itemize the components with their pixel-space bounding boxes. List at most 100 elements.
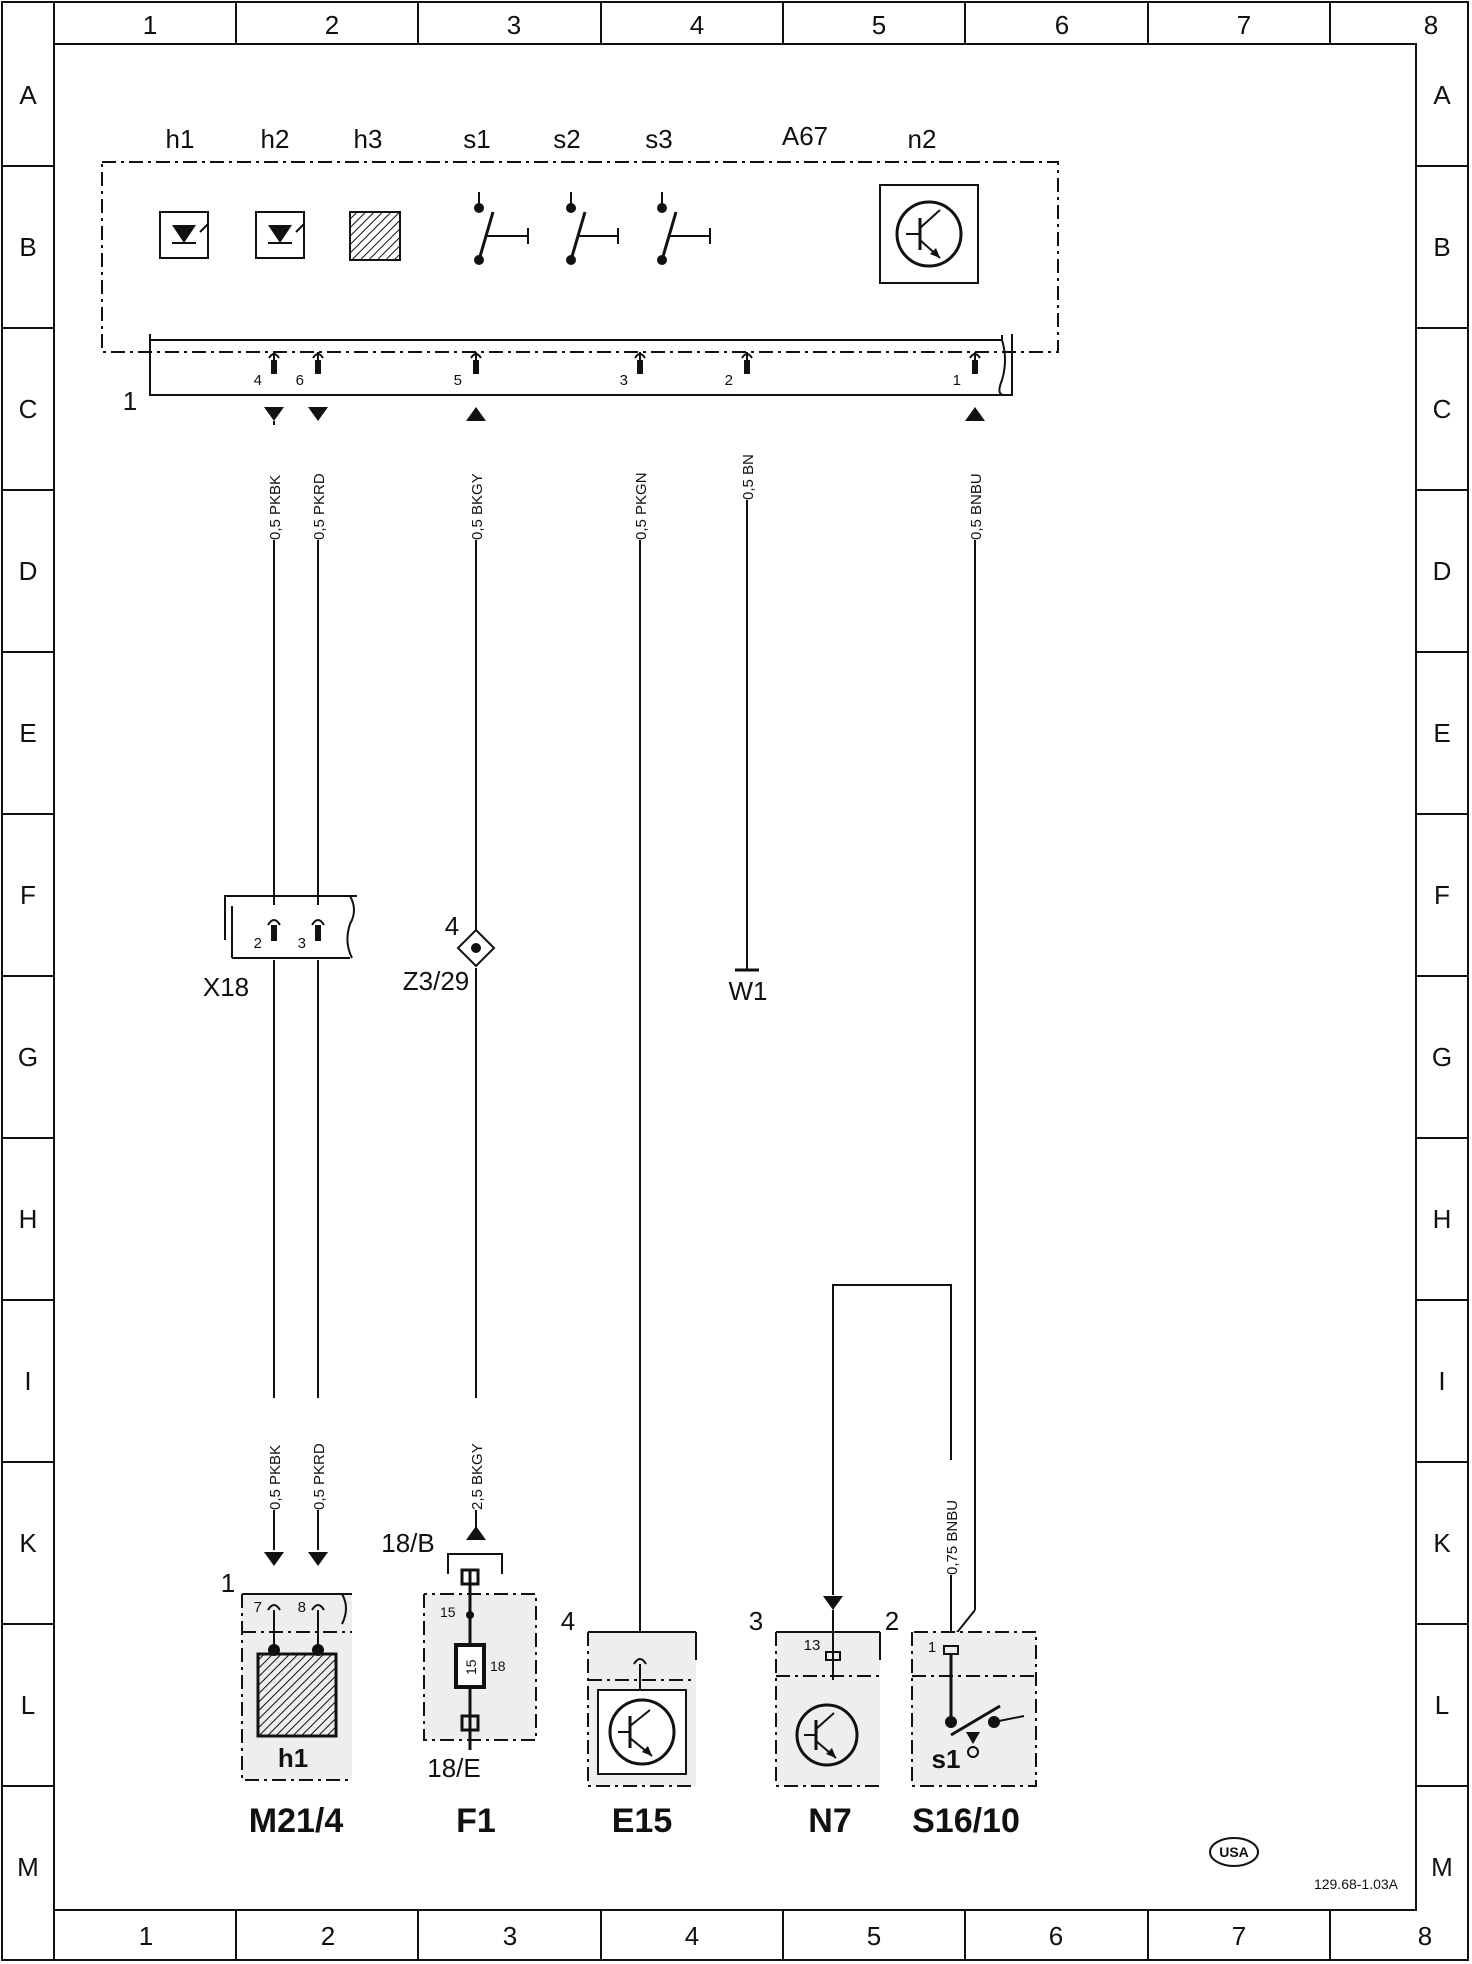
m21-pin-8: 8 [298,1599,306,1616]
switch-s3-label: s3 [645,124,672,154]
row-label-left-m: M [17,1852,39,1882]
switch-s2-label: s2 [553,124,580,154]
usa-badge-text: USA [1219,1844,1249,1860]
m21-4-name: M21/4 [249,1802,344,1840]
wire-label-bkgy-bottom: 2,5 BKGY [469,1443,486,1510]
col-label-bottom-7: 7 [1232,1921,1246,1951]
row-label-right-d: D [1433,556,1452,586]
row-label-left-e: E [19,718,36,748]
row-label-right-h: H [1433,1204,1452,1234]
component-m21-4: 1 7 8 h1 M21/4 [221,1552,352,1840]
wire-label-pkgn-top: 0,5 PKGN [633,472,650,540]
x18-pin-3: 3 [298,935,306,952]
col-label-top-4: 4 [690,10,704,40]
row-label-right-e: E [1433,718,1450,748]
col-label-top-5: 5 [872,10,886,40]
s16-connector-label: 2 [885,1606,899,1636]
switch-s3-icon [657,192,711,265]
switch-s1-label: s1 [463,124,490,154]
col-label-bottom-5: 5 [867,1921,881,1951]
transistor-n2-label: n2 [908,124,937,154]
column-dividers [53,2,1331,1960]
col-label-bottom-4: 4 [685,1921,699,1951]
row-label-right-b: B [1433,232,1450,262]
module-pin-5: 5 [454,372,462,389]
col-label-top-6: 6 [1055,10,1069,40]
m21-inner-label: h1 [278,1743,308,1773]
m21-pin-7: 7 [254,1599,262,1616]
col-label-top-8: 8 [1424,10,1438,40]
module-pin-6: 6 [296,372,304,389]
row-label-left-i: I [24,1366,31,1396]
component-e15: 4 E15 [561,1606,697,1840]
module-connector-label: 1 [123,386,137,416]
col-label-top-3: 3 [507,10,521,40]
col-label-bottom-1: 1 [139,1921,153,1951]
col-label-top-2: 2 [325,10,339,40]
module-a67: A67 h1 h2 h3 s1 s2 s3 n2 [101,121,1059,416]
wire-label-bnbu-bottom: 0,75 BNBU [944,1500,961,1575]
z3-label: Z3/29 [403,966,470,996]
wire-label-pkbk-bottom: 0,5 PKBK [267,1445,284,1510]
module-pin-3: 3 [620,372,628,389]
wire-label-bn-top: 0,5 BN [740,454,757,500]
e15-connector-label: 4 [561,1606,575,1636]
n7-name: N7 [808,1802,851,1840]
row-label-right-c: C [1433,394,1452,424]
row-label-right-l: L [1435,1690,1449,1720]
arrow-down-pkrd-top [308,407,328,421]
row-label-left-a: A [19,80,37,110]
hatched-block-h3-icon [349,211,401,261]
col-label-bottom-6: 6 [1049,1921,1063,1951]
wires [273,421,976,1648]
f1-pin-18: 18 [490,1658,506,1674]
transistor-n2-icon [879,184,979,284]
row-label-left-g: G [18,1042,38,1072]
module-pin-2: 2 [725,372,733,389]
drawing-code: 129.68-1.03A [1314,1876,1399,1892]
module-pin-4: 4 [254,372,262,389]
row-label-left-c: C [19,394,38,424]
module-pins: 4 6 5 3 2 1 [254,352,981,389]
component-s16-10: 2 1 s1 S16/10 [885,1606,1037,1840]
wire-label-pkrd-bottom: 0,5 PKRD [311,1443,328,1510]
splice-z3-29: 4 Z3/29 [403,911,496,996]
row-label-right-i: I [1438,1366,1445,1396]
row-label-right-g: G [1432,1042,1452,1072]
indicator-h3-label: h3 [354,124,383,154]
arrow-up-bkgy-top [466,407,486,421]
row-label-left-h: H [19,1204,38,1234]
row-label-right-k: K [1433,1528,1451,1558]
led-h2-icon [255,211,305,259]
connector-x18: 2 3 X18 [203,895,357,1002]
component-f1: 18/B 18/E 15 15 18 F1 [381,1526,537,1840]
row-dividers [2,165,1468,1787]
f1-top-label: 18/B [381,1528,435,1558]
indicator-h1-label: h1 [166,124,195,154]
row-label-left-l: L [21,1690,35,1720]
wire-label-bkgy-top: 0,5 BKGY [469,473,486,540]
module-pin-1: 1 [953,372,961,389]
wire-label-pkbk-top: 0,5 PKBK [267,475,284,540]
m21-connector-label: 1 [221,1568,235,1598]
z3-pin-label: 4 [445,911,459,941]
s16-inner-label: s1 [932,1744,961,1774]
module-a67-title: A67 [782,121,828,151]
usa-badge [1209,1837,1259,1867]
row-label-left-f: F [20,880,36,910]
arrow-up-bnbu-top [965,407,985,421]
x18-label: X18 [203,972,249,1002]
switch-s2-icon [566,192,619,265]
col-label-top-7: 7 [1237,10,1251,40]
e15-name: E15 [612,1802,673,1840]
row-label-left-d: D [19,556,38,586]
switch-s1-icon [474,192,529,265]
s16-pin-1: 1 [928,1639,936,1656]
row-label-right-m: M [1431,1852,1453,1882]
n7-connector-label: 3 [749,1606,763,1636]
f1-bottom-label: 18/E [427,1753,481,1783]
x18-pin-2: 2 [254,935,262,952]
s16-10-name: S16/10 [912,1802,1020,1840]
